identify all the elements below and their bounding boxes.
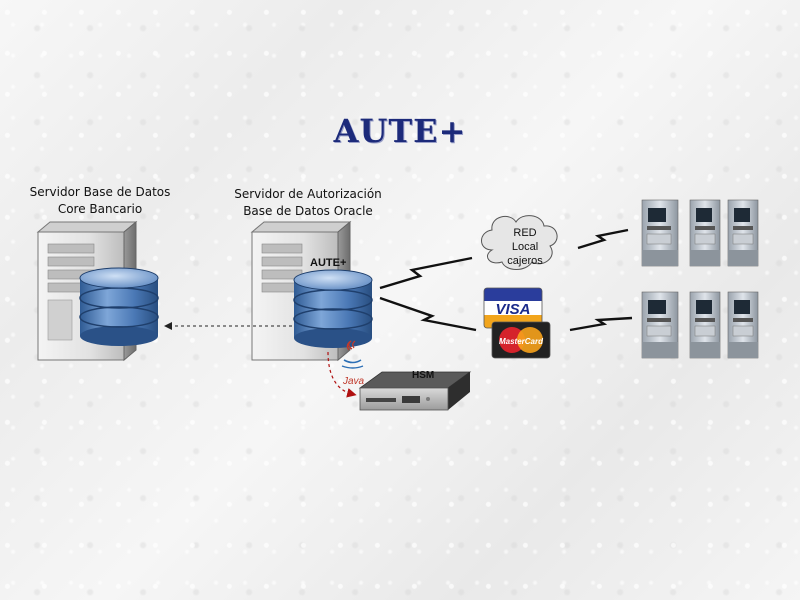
- atm-icon: [727, 291, 759, 359]
- network-cloud-line3: cajeros: [507, 255, 543, 267]
- hsm-label: HSM: [412, 370, 434, 381]
- visa-card-icon: VISA: [483, 287, 543, 329]
- core-server-label: Servidor Base de Datos Core Bancario: [20, 184, 180, 218]
- core-server-label-line1: Servidor Base de Datos: [29, 185, 171, 199]
- network-cloud-line1: RED: [513, 227, 536, 239]
- link-auth-to-cards: [379, 296, 477, 332]
- network-cloud-icon: [481, 215, 558, 270]
- auth-database-icon: [293, 269, 373, 348]
- auth-server-label-line2: Base de Datos Oracle: [243, 204, 373, 218]
- hsm-connection-arrow: [327, 351, 357, 398]
- atm-icon: [641, 199, 679, 267]
- hsm-device-icon: [358, 371, 472, 411]
- atm-icon: [689, 291, 721, 359]
- link-auth-to-network: [379, 256, 473, 290]
- mastercard-card-text: MasterCard: [499, 337, 544, 346]
- link-cards-to-atms-bottom: [569, 316, 633, 332]
- auth-server-badge: AUTE+: [310, 257, 346, 269]
- atm-icon: [641, 291, 679, 359]
- java-logo-text: Java: [342, 376, 365, 387]
- core-server-label-line2: Core Bancario: [57, 202, 143, 216]
- visa-card-text: VISA: [495, 301, 530, 318]
- network-cloud-line2: Local: [512, 241, 538, 253]
- auth-server-label-line1: Servidor de Autorización: [234, 187, 382, 201]
- auth-server-label: Servidor de Autorización Base de Datos O…: [228, 186, 388, 220]
- core-database-icon: [79, 267, 159, 346]
- atm-icon: [689, 199, 721, 267]
- java-logo-icon: Java: [341, 340, 365, 387]
- diagram-title: AUTE+: [333, 112, 467, 150]
- atm-row-top: [641, 199, 759, 267]
- mastercard-card-icon: MasterCard: [491, 321, 551, 359]
- atm-row-bottom: [641, 291, 759, 359]
- atm-icon: [727, 199, 759, 267]
- link-network-to-atms-top: [577, 228, 629, 250]
